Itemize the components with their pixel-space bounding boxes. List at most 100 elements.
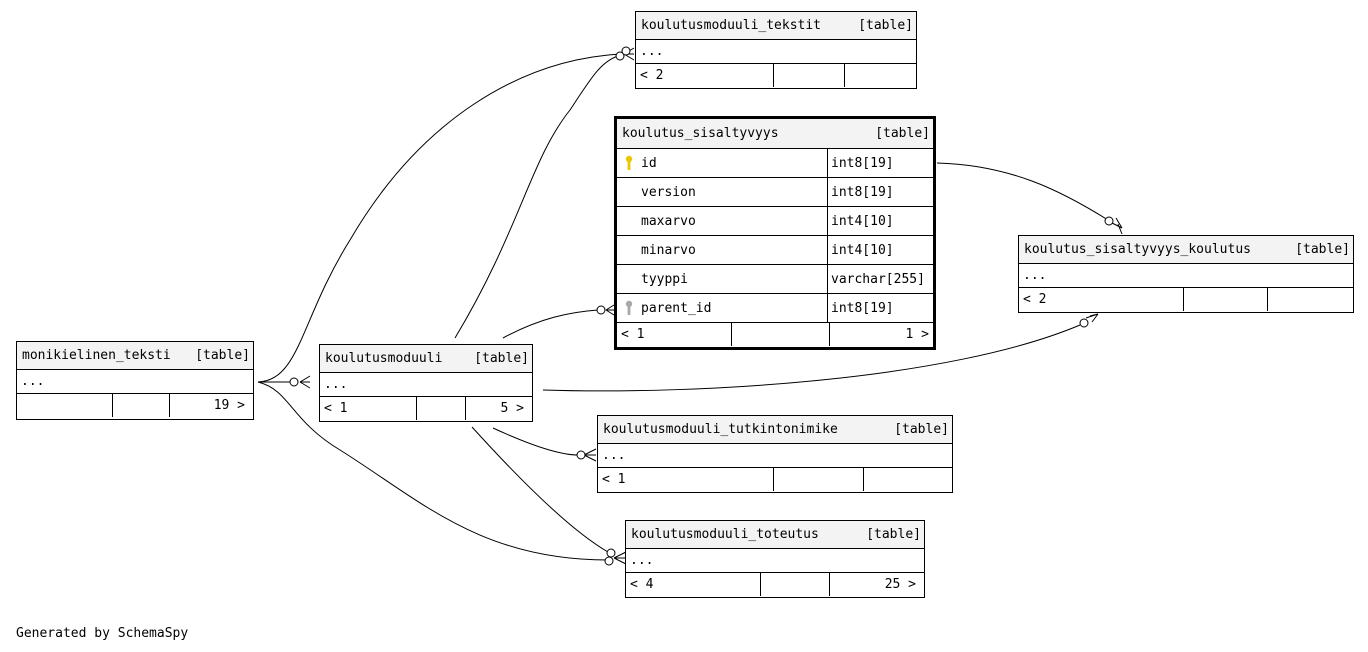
nav-children[interactable] bbox=[1268, 288, 1353, 311]
column-row[interactable]: maxarvo int4[10] bbox=[617, 207, 933, 236]
nav-rows bbox=[774, 64, 845, 87]
table-monikielinen-teksti[interactable]: monikielinen_teksti [table] ... 19 > bbox=[16, 341, 254, 420]
column-ellipsis-row: ... bbox=[636, 40, 916, 64]
edge-koulutusmoduuli-toteutus bbox=[471, 426, 609, 553]
table-header: koulutus_sisaltyvyys [table] bbox=[617, 119, 933, 149]
ellipsis: ... bbox=[602, 448, 626, 463]
edge-koulutusmoduuli-sisaltyvyys bbox=[502, 309, 599, 339]
edge-koulutusmoduuli-tekstit bbox=[454, 55, 619, 339]
column-name-cell: minarvo bbox=[617, 236, 828, 264]
table-header: koulutusmoduuli_toteutus [table] bbox=[626, 521, 924, 549]
column-type: varchar[255] bbox=[831, 271, 925, 287]
column-name-cell: parent_id bbox=[617, 294, 828, 322]
column-type: int4[10] bbox=[831, 213, 894, 229]
nav-row: < 1 1 > bbox=[617, 323, 933, 346]
table-kind: [table] bbox=[894, 422, 949, 437]
nav-parents[interactable]: < 1 bbox=[617, 323, 732, 346]
table-kind: [table] bbox=[474, 351, 529, 366]
nav-parents[interactable]: < 2 bbox=[636, 64, 774, 87]
column-row[interactable]: parent_id int8[19] bbox=[617, 294, 933, 323]
nav-rows bbox=[732, 323, 830, 346]
column-ellipsis-row: ... bbox=[1019, 264, 1353, 288]
column-type: int4[10] bbox=[831, 242, 894, 258]
nav-row: < 1 5 > bbox=[320, 397, 532, 420]
table-kind: [table] bbox=[195, 348, 250, 363]
column-name[interactable]: maxarvo bbox=[641, 213, 696, 229]
nav-row: < 2 bbox=[1019, 288, 1353, 311]
nav-parents[interactable]: < 1 bbox=[598, 468, 774, 491]
column-ellipsis-row: ... bbox=[320, 373, 532, 397]
table-koulutusmoduuli-tutkintonimike[interactable]: koulutusmoduuli_tutkintonimike [table] .… bbox=[597, 415, 953, 493]
nav-children[interactable] bbox=[864, 468, 952, 491]
primary-key-icon bbox=[625, 155, 633, 170]
foreign-key-icon bbox=[625, 300, 633, 315]
table-kind: [table] bbox=[875, 126, 930, 141]
edge-monikielinen-tekstit bbox=[257, 53, 621, 383]
nav-parents[interactable] bbox=[17, 394, 113, 417]
table-header: koulutusmoduuli_tekstit [table] bbox=[636, 12, 916, 40]
nav-parents[interactable]: < 2 bbox=[1019, 288, 1184, 311]
nav-row: < 2 bbox=[636, 64, 916, 87]
table-header: monikielinen_teksti [table] bbox=[17, 342, 253, 370]
table-name[interactable]: koulutusmoduuli_tekstit bbox=[641, 18, 822, 33]
nav-children[interactable] bbox=[845, 64, 916, 87]
column-type: int8[19] bbox=[831, 184, 894, 200]
footer-generated-by: Generated by SchemaSpy bbox=[16, 626, 189, 641]
ellipsis: ... bbox=[1023, 268, 1047, 283]
nav-rows bbox=[774, 468, 864, 491]
ellipsis: ... bbox=[630, 553, 654, 568]
nav-children[interactable]: 19 > bbox=[213, 398, 245, 413]
table-koulutus-sisaltyvyys-koulutus[interactable]: koulutus_sisaltyvyys_koulutus [table] ..… bbox=[1018, 235, 1354, 313]
nav-children[interactable]: 1 > bbox=[905, 327, 929, 342]
column-row[interactable]: minarvo int4[10] bbox=[617, 236, 933, 265]
nav-parents[interactable]: < 4 bbox=[626, 573, 761, 596]
column-row[interactable]: version int8[19] bbox=[617, 178, 933, 207]
nav-rows bbox=[113, 394, 170, 417]
column-name[interactable]: minarvo bbox=[641, 242, 696, 258]
nav-parents[interactable]: < 1 bbox=[320, 397, 417, 420]
column-name-cell: id bbox=[617, 149, 828, 177]
nav-rows bbox=[417, 397, 466, 420]
edge-monikielinen-toteutus bbox=[257, 381, 609, 561]
table-name[interactable]: monikielinen_teksti bbox=[22, 348, 171, 363]
ellipsis: ... bbox=[640, 44, 664, 59]
table-name[interactable]: koulutus_sisaltyvyys_koulutus bbox=[1024, 242, 1251, 257]
table-kind: [table] bbox=[1295, 242, 1350, 257]
edge-koulutusmoduuli-tutkintonimike bbox=[492, 427, 579, 456]
column-row[interactable]: id int8[19] bbox=[617, 149, 933, 178]
table-koulutusmoduuli-toteutus[interactable]: koulutusmoduuli_toteutus [table] ... < 4… bbox=[625, 520, 925, 598]
column-name[interactable]: version bbox=[641, 184, 696, 200]
table-name[interactable]: koulutusmoduuli_toteutus bbox=[631, 527, 819, 542]
column-row[interactable]: tyyppi varchar[255] bbox=[617, 265, 933, 294]
table-header: koulutusmoduuli [table] bbox=[320, 345, 532, 373]
column-name[interactable]: id bbox=[641, 155, 657, 171]
nav-rows bbox=[761, 573, 830, 596]
ellipsis: ... bbox=[324, 377, 348, 392]
nav-children[interactable]: 25 > bbox=[884, 577, 916, 592]
table-header: koulutus_sisaltyvyys_koulutus [table] bbox=[1019, 236, 1353, 264]
nav-row: < 4 25 > bbox=[626, 573, 924, 596]
edge-sisaltyvyys-sis-koulutus bbox=[936, 162, 1109, 221]
nav-children[interactable]: 5 > bbox=[500, 401, 524, 416]
nav-row: < 1 bbox=[598, 468, 952, 491]
table-koulutusmoduuli[interactable]: koulutusmoduuli [table] ... < 1 5 > bbox=[319, 344, 533, 422]
table-koulutusmoduuli-tekstit[interactable]: koulutusmoduuli_tekstit [table] ... < 2 bbox=[635, 11, 917, 89]
table-name[interactable]: koulutusmoduuli bbox=[325, 351, 443, 366]
table-kind: [table] bbox=[866, 527, 921, 542]
nav-rows bbox=[1184, 288, 1268, 311]
column-name-cell: tyyppi bbox=[617, 265, 828, 293]
column-ellipsis-row: ... bbox=[17, 370, 253, 394]
nav-row: 19 > bbox=[17, 394, 253, 417]
column-type: int8[19] bbox=[831, 300, 894, 316]
ellipsis: ... bbox=[21, 374, 45, 389]
column-name[interactable]: tyyppi bbox=[641, 271, 688, 287]
column-name[interactable]: parent_id bbox=[641, 300, 712, 316]
table-name[interactable]: koulutus_sisaltyvyys bbox=[622, 126, 779, 141]
edge-koulutusmoduuli-sis-koulutus bbox=[542, 324, 1081, 392]
table-header: koulutusmoduuli_tutkintonimike [table] bbox=[598, 416, 952, 444]
column-type: int8[19] bbox=[831, 155, 894, 171]
table-name[interactable]: koulutusmoduuli_tutkintonimike bbox=[603, 422, 838, 437]
column-ellipsis-row: ... bbox=[598, 444, 952, 468]
